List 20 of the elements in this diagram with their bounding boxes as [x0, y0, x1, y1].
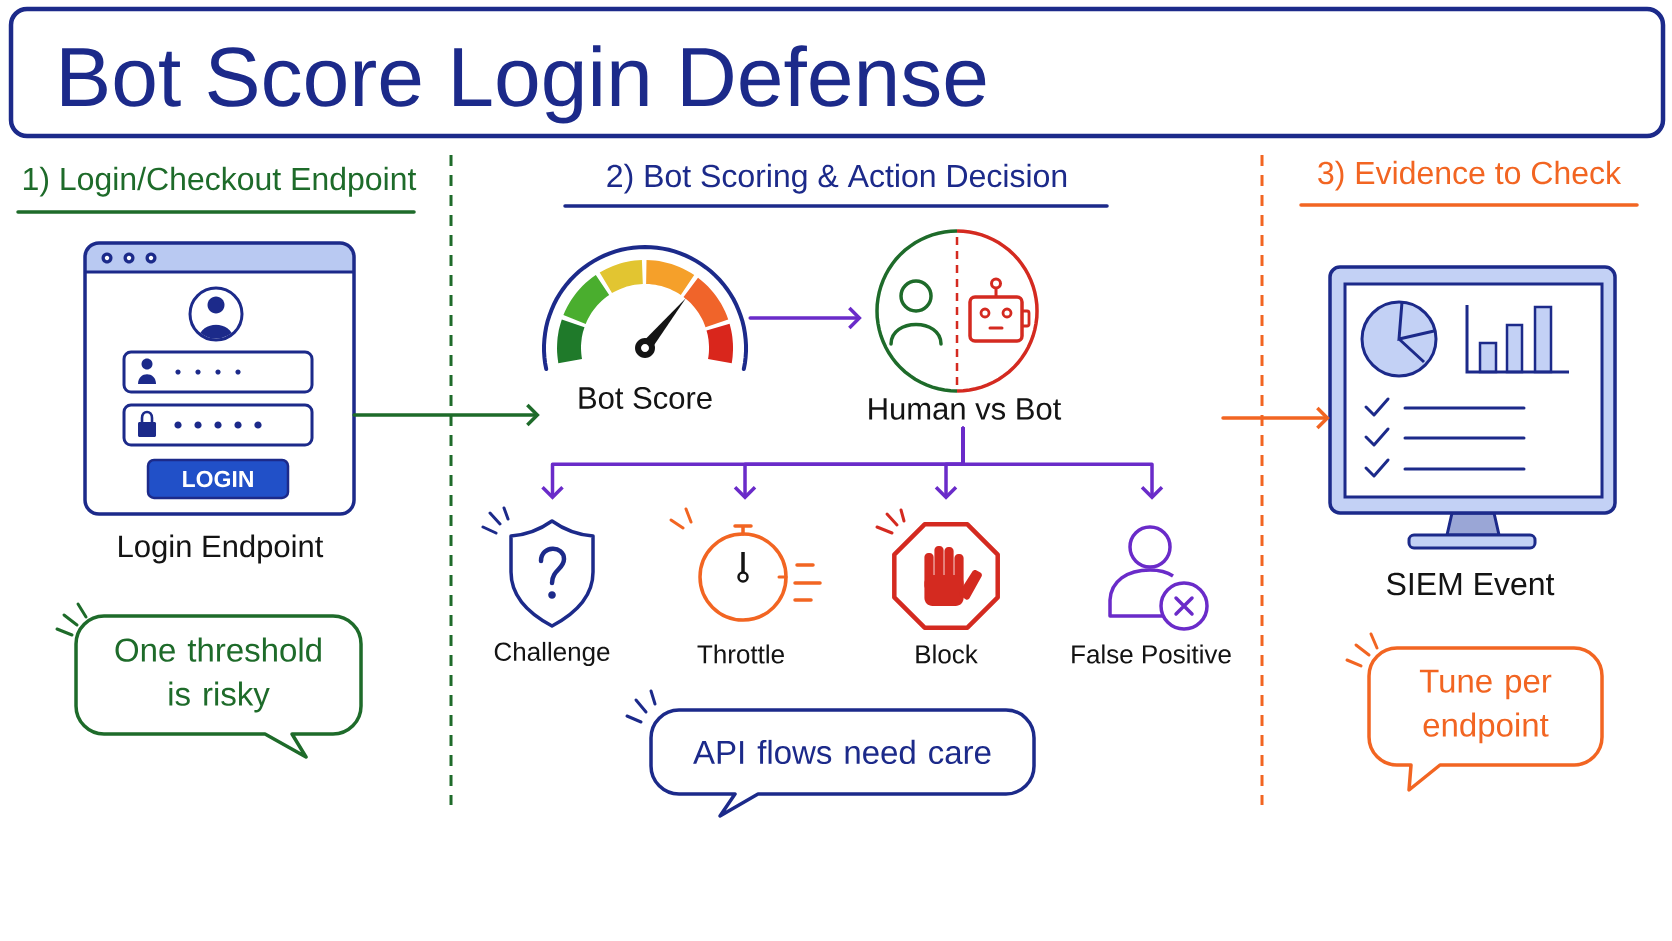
node-label: SIEM Event: [1387, 572, 1555, 596]
node-label: Challenge: [494, 641, 610, 667]
section-heading: 3) Evidence to Check: [1318, 160, 1622, 191]
speech-bubble: API flows need care: [649, 708, 1036, 818]
node-label: Login Endpoint: [119, 534, 324, 564]
section-heading: 1) Login/Checkout Endpoint: [23, 166, 417, 197]
node-label: Bot Score: [579, 387, 712, 409]
title-banner: Bot Score Login Defense: [8, 6, 1666, 139]
node-label: Block: [916, 644, 978, 664]
node-label: Human vs Bot: [869, 398, 1062, 420]
section-heading: 2) Bot Scoring & Action Decision: [607, 163, 1067, 194]
arrow: [961, 426, 1164, 500]
speech-bubble: Tune per endpoint: [1367, 646, 1604, 792]
login-button: LOGIN: [146, 458, 290, 500]
arrow: [352, 403, 540, 427]
node-label: False Positive: [1072, 644, 1231, 664]
speech-bubble: One threshold is risky: [74, 614, 363, 759]
arrow: [1221, 406, 1330, 430]
node-label: Throttle: [697, 644, 784, 664]
arrow: [748, 306, 862, 330]
